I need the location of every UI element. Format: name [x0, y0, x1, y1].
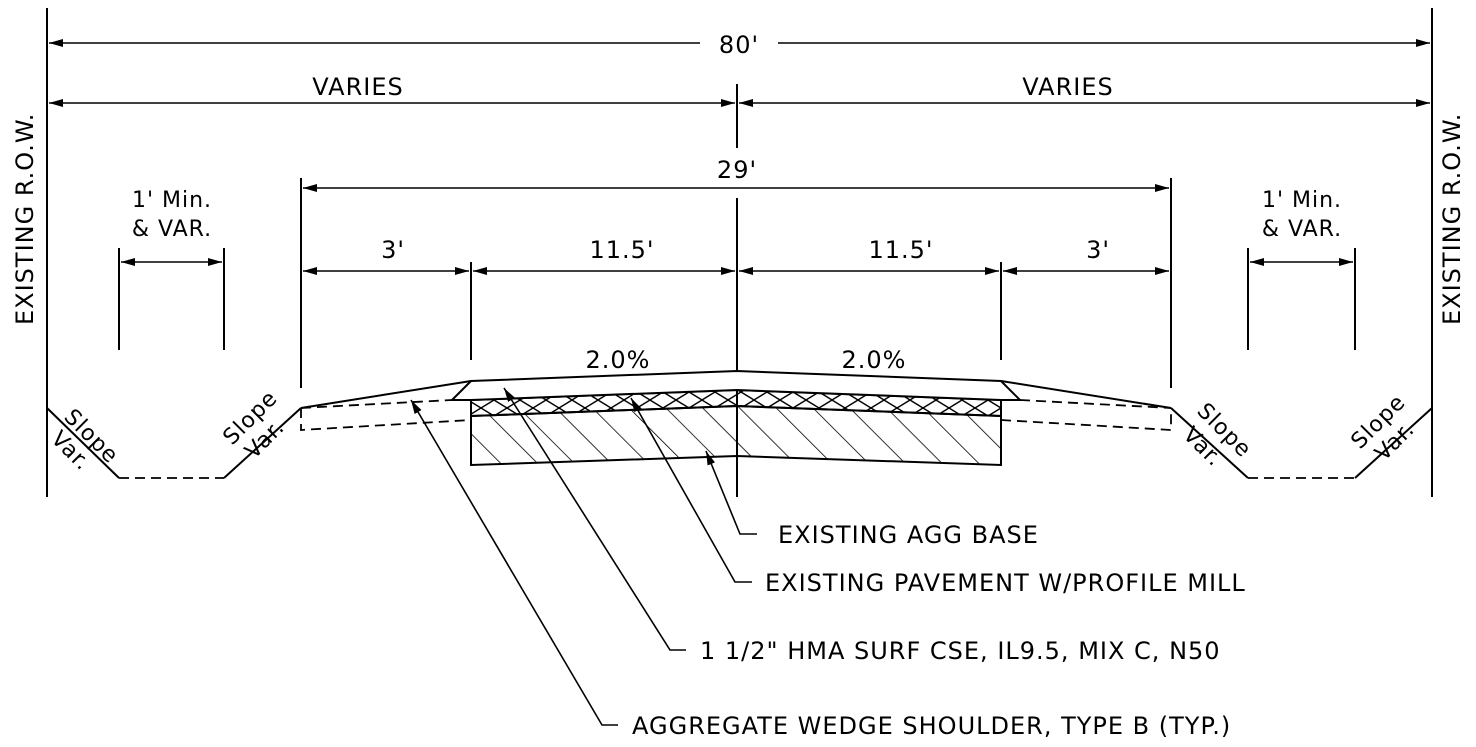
callout-shoulder: AGGREGATE WEDGE SHOULDER, TYPE B (TYP.)	[410, 399, 1231, 740]
callout-agg-base-text: EXISTING AGG BASE	[778, 521, 1039, 549]
cross-slope-right-label: 2.0%	[842, 346, 907, 374]
min-var-right-line1: 1' Min.	[1262, 188, 1342, 213]
overall-width-dimension: 80'	[49, 31, 1430, 59]
roadway-width-dimension: 29'	[300, 156, 1172, 388]
shoulder-left-label: 3'	[381, 236, 405, 264]
callout-hma: 1 1/2" HMA SURF CSE, IL9.5, MIX C, N50	[503, 387, 1221, 665]
min-var-left-line2: & VAR.	[132, 217, 212, 242]
slope-var-label-1: Slope Var.	[46, 405, 123, 476]
min-var-right-line2: & VAR.	[1262, 217, 1342, 242]
ditch-dimension-left: 1' Min. & VAR.	[118, 188, 225, 350]
lane-right-label: 11.5'	[868, 236, 933, 264]
callout-pavement-text: EXISTING PAVEMENT W/PROFILE MILL	[765, 569, 1246, 597]
lane-left-label: 11.5'	[589, 236, 654, 264]
slope-var-label-4: Slope Var.	[1347, 390, 1420, 466]
varies-right-label: VARIES	[1022, 73, 1113, 101]
existing-agg-base	[470, 404, 1002, 467]
callout-agg-base: EXISTING AGG BASE	[705, 450, 1039, 549]
varies-left-label: VARIES	[312, 73, 403, 101]
callout-shoulder-text: AGGREGATE WEDGE SHOULDER, TYPE B (TYP.)	[632, 712, 1231, 740]
row-right-label: EXISTING R.O.W.	[1438, 113, 1466, 325]
row-left-label: EXISTING R.O.W.	[11, 113, 39, 325]
cross-slope-left-label: 2.0%	[586, 346, 651, 374]
shoulder-right-label: 3'	[1086, 236, 1110, 264]
aggregate-wedge-shoulder-left	[300, 380, 472, 431]
callout-pavement: EXISTING PAVEMENT W/PROFILE MILL	[630, 397, 1246, 597]
aggregate-wedge-shoulder-right	[1000, 380, 1172, 431]
callout-hma-text: 1 1/2" HMA SURF CSE, IL9.5, MIX C, N50	[700, 637, 1221, 665]
roadway-width-label: 29'	[717, 156, 757, 184]
min-var-left-line1: 1' Min.	[132, 188, 212, 213]
slope-var-label-3: Slope Var.	[1178, 399, 1256, 472]
lane-dimensions: 3' 11.5' 11.5' 3'	[303, 236, 1169, 360]
overall-width-label: 80'	[719, 31, 759, 59]
ditch-left	[46, 407, 302, 479]
varies-dimension: VARIES VARIES	[49, 73, 1430, 107]
ditch-dimension-right: 1' Min. & VAR.	[1247, 188, 1356, 350]
ditch-right	[1170, 407, 1433, 479]
slope-var-label-2: Slope Var.	[219, 386, 290, 464]
